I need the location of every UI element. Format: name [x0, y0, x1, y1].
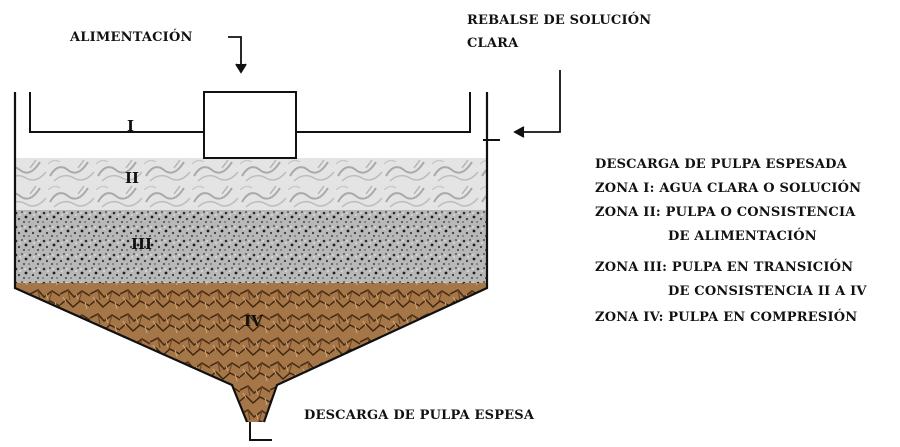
overflow-label-line1: REBALSE DE SOLUCIÓN [467, 11, 651, 28]
underflow-outlet [249, 422, 272, 441]
zone-iv-band [15, 283, 487, 422]
zone-i-label: I [127, 117, 134, 135]
legend-line: ZONA I: AGUA CLARA O SOLUCIÓN [595, 179, 861, 196]
legend-line: ZONA II: PULPA O CONSISTENCIA [595, 205, 856, 220]
zone-iv-label: IV [244, 312, 263, 330]
feed-arrow [228, 36, 247, 74]
zone-iii-label: III [131, 235, 152, 253]
zone-ii-band [15, 158, 487, 210]
zone-ii-label: II [125, 169, 139, 187]
vessel-contents [15, 158, 487, 422]
feed-well [203, 91, 297, 159]
overflow-launder [29, 92, 500, 141]
zone-iii-band [15, 210, 487, 283]
legend-line: DESCARGA DE PULPA ESPESADA [595, 157, 848, 172]
legend-line: DE CONSISTENCIA II A IV [668, 284, 867, 299]
overflow-label-line2: CLARA [467, 36, 519, 51]
overflow-arrow [513, 70, 561, 138]
bottom-discharge-label: DESCARGA DE PULPA ESPESA [304, 408, 535, 423]
legend-line: ZONA IV: PULPA EN COMPRESIÓN [595, 308, 857, 325]
legend-line: DE ALIMENTACIÓN [668, 227, 817, 244]
vessel-outline [13, 92, 489, 423]
legend-line: ZONA III: PULPA EN TRANSICIÓN [595, 258, 853, 275]
feed-label: ALIMENTACIÓN [69, 28, 193, 45]
legend: DESCARGA DE PULPA ESPESADA ZONA I: AGUA … [595, 157, 867, 325]
